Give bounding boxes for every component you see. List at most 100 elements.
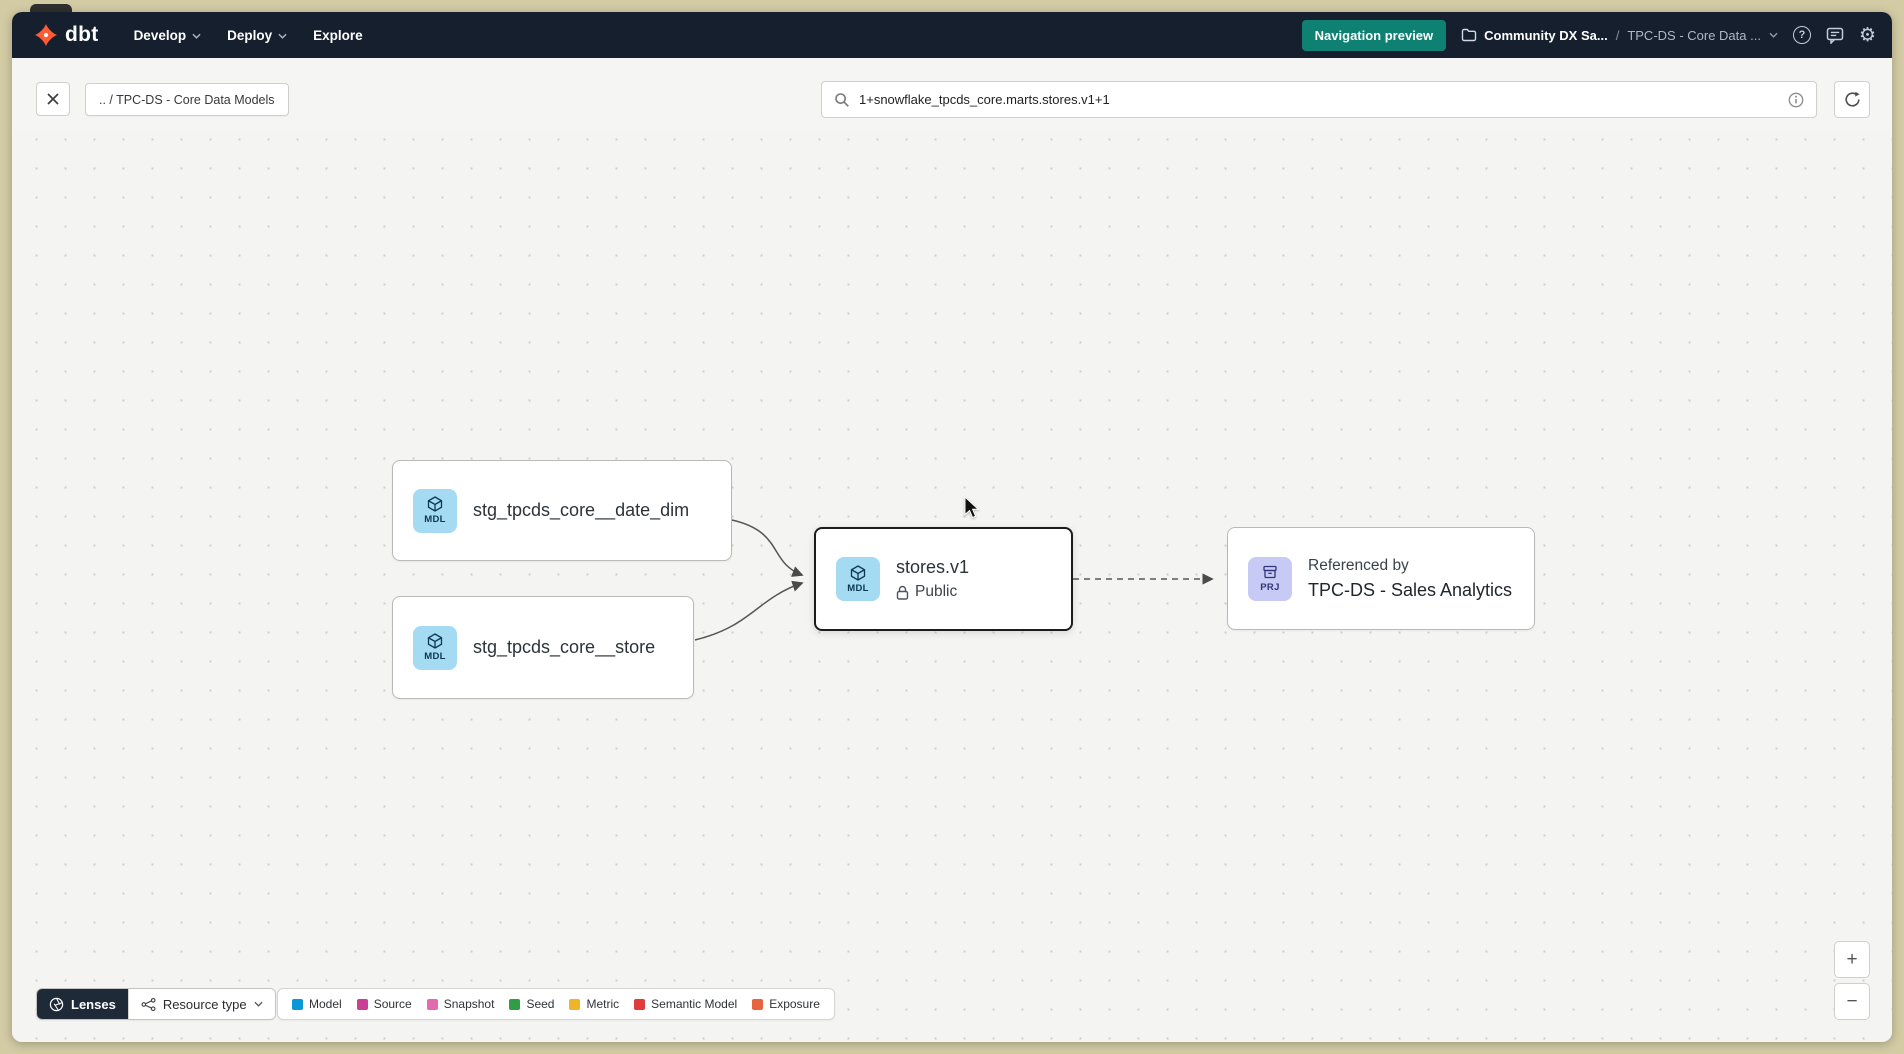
account-crumb: Community DX Sa...: [1461, 28, 1608, 43]
account-crumb-label: Community DX Sa...: [1484, 27, 1608, 43]
folder-icon: [1461, 28, 1477, 42]
selector-input[interactable]: [859, 92, 1779, 107]
legend-label: Source: [373, 997, 412, 1011]
legend-item-metric: Metric: [569, 997, 619, 1011]
feedback-chat-icon: [1826, 27, 1844, 44]
legend-swatch: [292, 998, 303, 1010]
project-breadcrumb-dropdown[interactable]: Community DX Sa... / TPC-DS - Core Data …: [1461, 28, 1778, 43]
edge-store-to-stores: [694, 580, 804, 641]
nav-deploy[interactable]: Deploy: [214, 12, 300, 58]
refresh-icon: [1844, 91, 1860, 107]
cube-icon: [427, 496, 443, 512]
legend-swatch: [509, 998, 521, 1010]
referenced-by-label: Referenced by: [1308, 556, 1409, 574]
node-stg-tpcds-core-date-dim[interactable]: MDL stg_tpcds_core__date_dim: [392, 460, 732, 561]
lens-controls: Lenses Resource type: [36, 988, 276, 1020]
legend-swatch: [356, 998, 368, 1010]
legend-swatch: [426, 998, 438, 1010]
legend-label: Semantic Model: [651, 997, 738, 1011]
top-navigation-bar: dbt Develop Deploy Explore Navigation pr…: [12, 12, 1892, 58]
nav-explore-label: Explore: [313, 27, 363, 43]
close-icon: [47, 93, 59, 105]
referenced-project-name: TPC-DS - Sales Analytics: [1308, 579, 1513, 600]
legend-item-snapshot: Snapshot: [426, 997, 495, 1011]
dbt-logo[interactable]: dbt: [34, 23, 99, 47]
model-badge: MDL: [413, 625, 457, 670]
breadcrumb-separator: /: [1615, 27, 1620, 43]
mouse-cursor: [964, 496, 980, 519]
badge-label: MDL: [847, 582, 869, 594]
zoom-in-button[interactable]: +: [1834, 941, 1870, 978]
main-menu: Develop Deploy Explore: [121, 12, 376, 58]
badge-label: PRJ: [1260, 582, 1280, 593]
lenses-aperture-icon: [49, 997, 64, 1011]
navigation-preview-button[interactable]: Navigation preview: [1301, 19, 1447, 51]
chevron-down-icon: [192, 33, 201, 39]
resource-type-dropdown[interactable]: Resource type: [127, 989, 275, 1019]
zoom-controls: + −: [1834, 941, 1870, 1020]
lenses-button[interactable]: Lenses: [37, 989, 128, 1019]
zoom-out-button[interactable]: −: [1834, 983, 1870, 1020]
legend-item-exposure: Exposure: [752, 997, 820, 1011]
legend-item-source: Source: [356, 997, 412, 1011]
node-label: stg_tpcds_core__store: [473, 637, 656, 657]
badge-label: MDL: [424, 514, 446, 525]
dbt-app-window: dbt Develop Deploy Explore Navigation pr…: [12, 12, 1892, 1042]
node-stores-v1-selected[interactable]: MDL stores.v1 Public: [814, 527, 1073, 631]
help-button[interactable]: ?: [1792, 26, 1811, 44]
legend-label: Seed: [526, 997, 555, 1011]
model-badge: MDL: [413, 488, 457, 533]
legend-label: Metric: [586, 997, 620, 1011]
gear-icon: ⚙: [1858, 24, 1876, 46]
nav-explore[interactable]: Explore: [300, 12, 376, 58]
info-icon[interactable]: [1788, 92, 1804, 108]
node-referenced-by-sales-analytics[interactable]: PRJ Referenced by TPC-DS - Sales Analyti…: [1227, 527, 1535, 630]
lineage-search-bar: [821, 81, 1817, 118]
model-badge: MDL: [836, 557, 880, 601]
dbt-logo-text: dbt: [65, 23, 99, 46]
refresh-lineage-button[interactable]: [1834, 81, 1870, 118]
legend-swatch: [634, 998, 646, 1010]
legend-label: Snapshot: [443, 997, 495, 1011]
cube-icon: [427, 633, 443, 649]
legend-label: Exposure: [769, 997, 820, 1011]
lenses-label: Lenses: [71, 996, 116, 1012]
resource-type-legend: Model Source Snapshot Seed Metric: [277, 988, 835, 1020]
breadcrumb-chip-label: .. / TPC-DS - Core Data Models: [99, 92, 275, 107]
search-icon: [835, 92, 849, 107]
project-crumb-label: TPC-DS - Core Data ...: [1627, 27, 1761, 43]
feedback-button[interactable]: [1826, 27, 1844, 44]
legend-item-seed: Seed: [509, 997, 554, 1011]
resource-type-icon: [141, 997, 156, 1011]
project-badge: PRJ: [1248, 556, 1292, 601]
help-icon: ?: [1792, 26, 1811, 44]
nav-develop[interactable]: Develop: [121, 12, 215, 58]
legend-swatch: [752, 998, 764, 1010]
project-box-icon: [1263, 565, 1277, 579]
resource-type-label: Resource type: [162, 996, 247, 1012]
close-lineage-button[interactable]: [36, 82, 70, 116]
lock-icon: [896, 585, 909, 600]
badge-label: MDL: [424, 651, 446, 662]
node-label: stg_tpcds_core__date_dim: [473, 500, 690, 520]
access-row: Public: [896, 583, 969, 601]
settings-button[interactable]: ⚙: [1859, 26, 1876, 45]
chevron-down-icon: [1769, 32, 1778, 38]
legend-swatch: [569, 998, 581, 1010]
legend-item-semantic-model: Semantic Model: [634, 997, 737, 1011]
breadcrumb-chip[interactable]: .. / TPC-DS - Core Data Models: [85, 83, 289, 116]
chevron-down-icon: [278, 33, 287, 39]
lineage-canvas[interactable]: .. / TPC-DS - Core Data Models: [12, 58, 1892, 1042]
node-stg-tpcds-core-store[interactable]: MDL stg_tpcds_core__store: [392, 596, 694, 699]
nav-deploy-label: Deploy: [227, 27, 273, 43]
cube-icon: [850, 564, 866, 581]
dbt-logo-icon: [35, 24, 57, 46]
node-label: stores.v1: [896, 557, 970, 577]
nav-develop-label: Develop: [133, 27, 187, 43]
edge-date-dim-to-stores: [731, 519, 804, 577]
legend-label: Model: [309, 997, 342, 1011]
legend-item-model: Model: [292, 997, 342, 1011]
access-label: Public: [915, 583, 958, 600]
topnav-right-group: Navigation preview Community DX Sa... / …: [1301, 19, 1876, 51]
